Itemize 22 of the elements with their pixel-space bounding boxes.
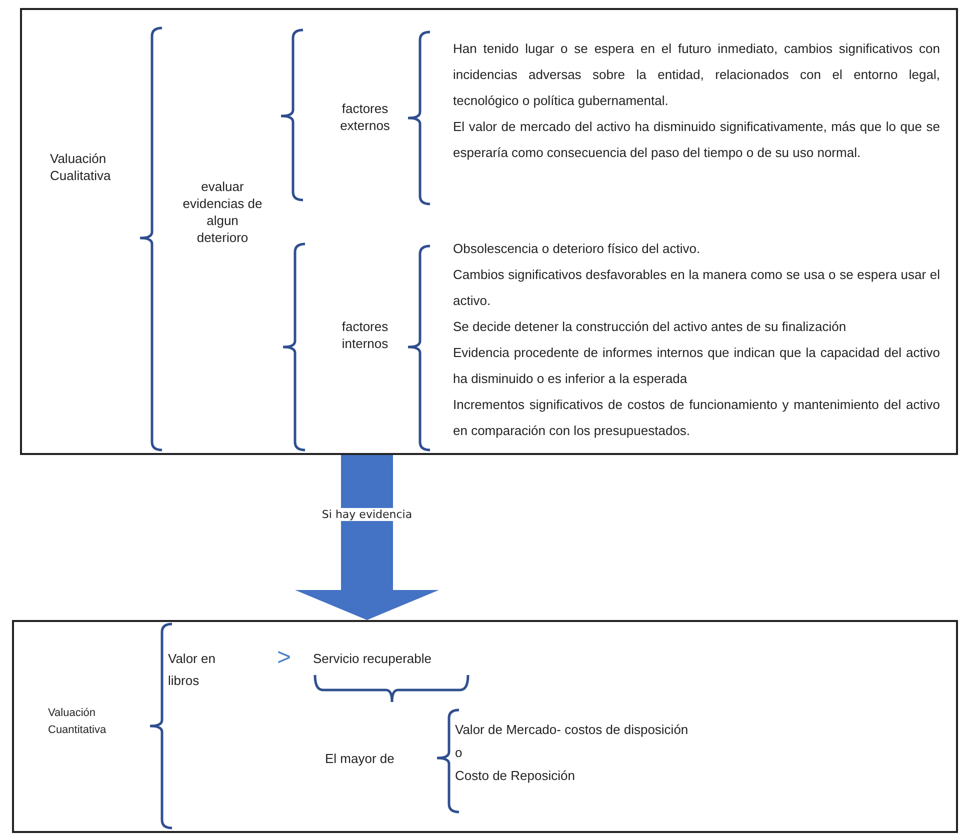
- paragraph: Se decide detener la construcción del activo antes de su finalización: [453, 318, 848, 336]
- paragraph: El valor de mercado del activo ha disminuido significativamente, más que lo que se esperaría como consecuencia del paso del tiempo o de su uso normal.: [453, 118, 940, 162]
- text-label: evaluar evidencias de algun deterioro: [180, 178, 265, 246]
- text-label: factores internos: [330, 318, 400, 352]
- paragraph: Cambios significativos desfavorables en la manera como se usa o se espera usar el activo.: [453, 266, 940, 310]
- text-label: Valuación Cuantitativa: [48, 705, 128, 739]
- content-panel: [20, 8, 958, 455]
- paragraph: o: [455, 744, 464, 762]
- content-panel: [12, 620, 958, 833]
- paragraph: Valor de Mercado- costos de disposición: [455, 721, 690, 739]
- text-label: Servicio recuperable: [313, 650, 463, 667]
- text-label: Valor en libros: [168, 648, 238, 692]
- paragraph: Han tenido lugar o se espera en el futuro inmediato, cambios significativos con incidencias adversas sobre la entidad, relacionados con el entorno legal, tecnológico o política gubernamental.: [453, 40, 940, 110]
- paragraph: Obsolescencia o deterioro físico del activo.: [453, 240, 702, 258]
- arrow: [295, 455, 439, 620]
- greater-than-sign: >: [277, 645, 292, 671]
- text-label: Valuación Cualitativa: [50, 150, 140, 184]
- paragraph: Costo de Reposición: [455, 767, 576, 785]
- text-label: El mayor de: [325, 750, 415, 767]
- paragraph: Incrementos significativos de costos de funcionamiento y mantenimiento del activo en comparación con los presupuestados.: [453, 396, 940, 440]
- paragraph: Evidencia procedente de informes internos que indican que la capacidad del activo ha disminuido o es inferior a la esperada: [453, 344, 940, 388]
- text-label: factores externos: [330, 100, 400, 134]
